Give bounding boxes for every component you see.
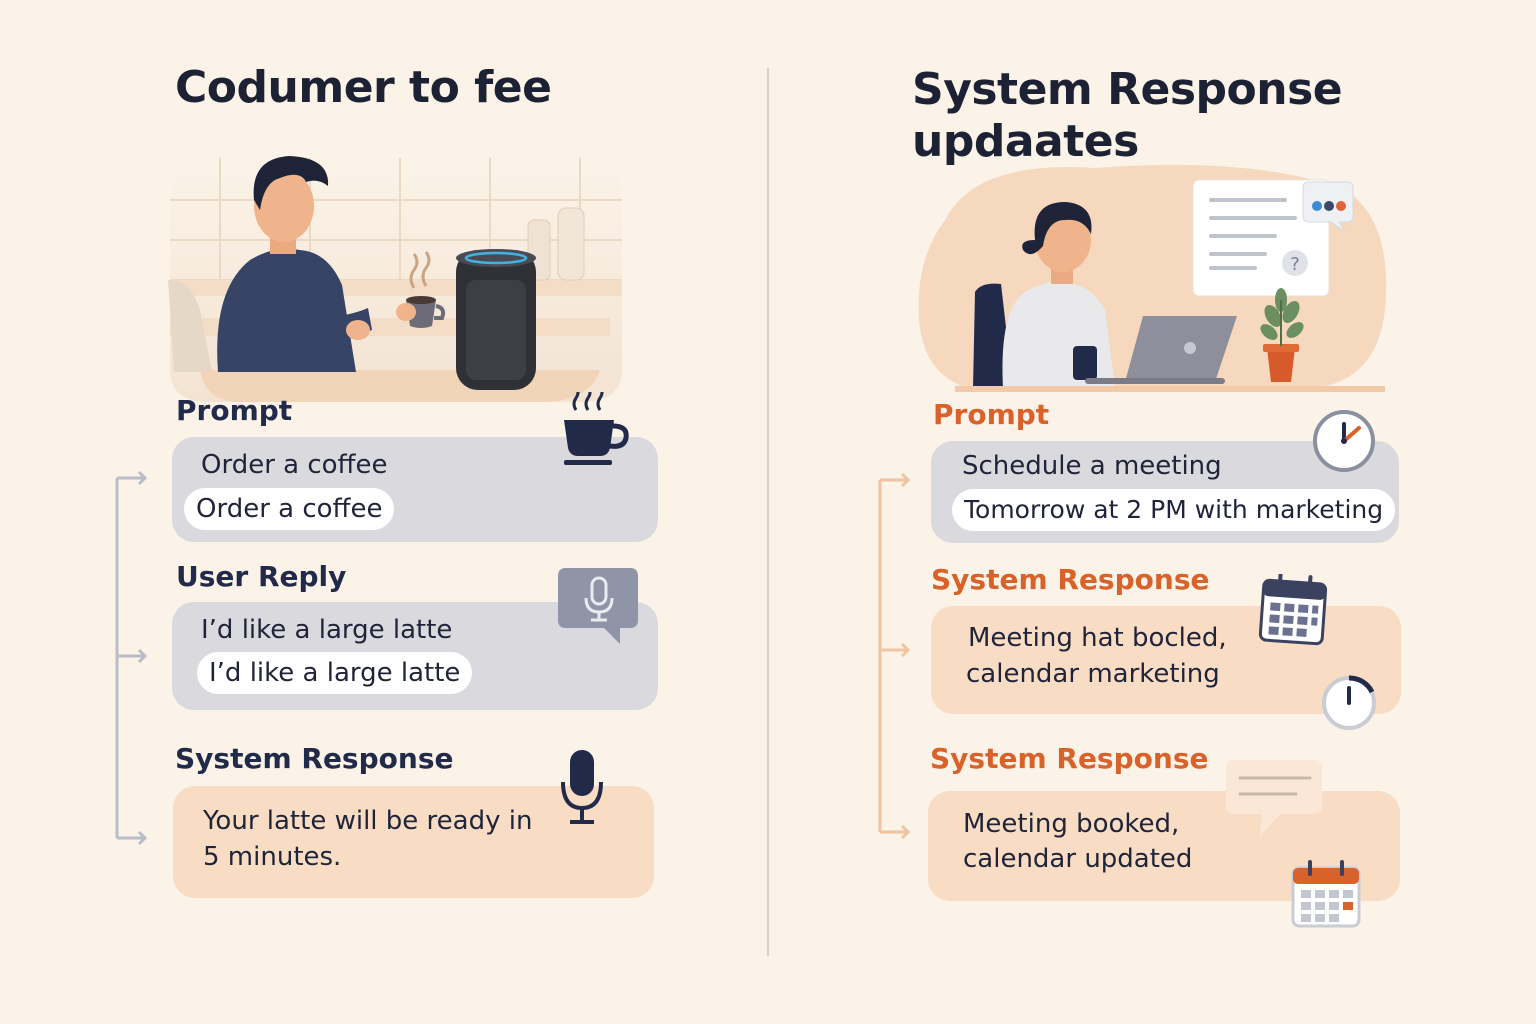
left-prompt-label: Prompt [176, 394, 293, 427]
left-response-line2: 5 minutes. [203, 842, 342, 872]
calendar-icon [1291, 860, 1361, 928]
left-prompt-pill: Order a coffee [184, 488, 395, 530]
left-flow-connector [115, 470, 148, 846]
right-response2-line1: Meeting booked, [963, 809, 1180, 839]
right-title-line2: updaates [912, 116, 1139, 167]
svg-text:?: ? [1290, 254, 1300, 275]
timer-icon [1322, 675, 1376, 730]
right-prompt-line1: Schedule a meeting [962, 451, 1222, 481]
coffee-cup-icon [564, 392, 629, 465]
left-reply-pill: I’d like a large latte [197, 652, 473, 694]
left-response-label: System Response [175, 742, 454, 775]
calendar-icon [1258, 574, 1328, 646]
left-response-line1: Your latte will be ready in [203, 806, 533, 836]
customer-speaker-illustration [168, 156, 622, 402]
microphone-icon [561, 750, 603, 824]
right-response1-label: System Response [931, 563, 1210, 596]
right-prompt-pill: Tomorrow at 2 PM with marketing [952, 489, 1396, 531]
clock-icon [1313, 410, 1375, 472]
right-response2-line2: calendar updated [963, 844, 1193, 874]
right-response1-line2: calendar marketing [966, 659, 1220, 689]
left-reply-line1: I’d like a large latte [201, 615, 453, 645]
scheduler-laptop-illustration: ? [918, 164, 1387, 392]
right-prompt-label: Prompt [933, 398, 1050, 431]
right-title-line1: System Response [912, 64, 1343, 115]
chat-bubble-icon [1226, 760, 1322, 836]
right-response2-label: System Response [930, 742, 1209, 775]
left-title: Codumer to fee [175, 62, 552, 113]
right-flow-connector [878, 472, 911, 840]
panel-divider [767, 68, 769, 956]
left-reply-label: User Reply [176, 560, 347, 593]
right-response1-line1: Meeting hat bocled, [968, 623, 1227, 653]
left-prompt-line1: Order a coffee [201, 450, 388, 480]
microphone-bubble-icon [558, 568, 638, 644]
